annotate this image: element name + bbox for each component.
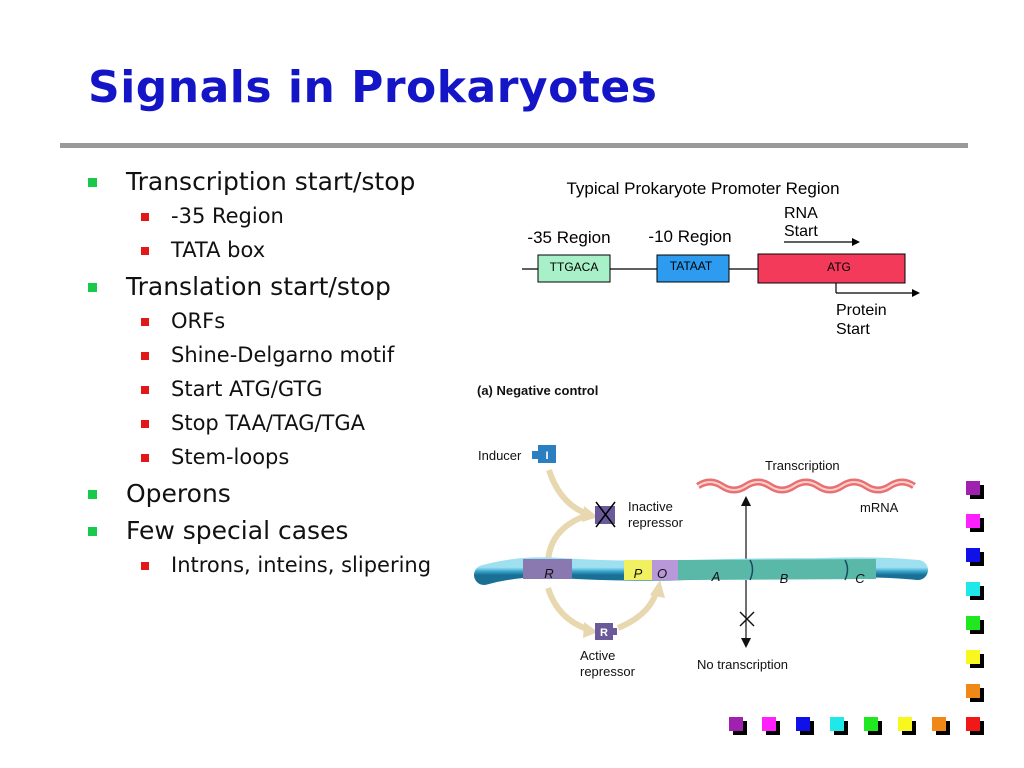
sub-bullet-orfs: ORFs (140, 309, 226, 333)
inducer-label: Inducer (478, 448, 522, 463)
operator-arrowhead (650, 580, 665, 598)
sub-bullet-introns: Introns, inteins, slipering (140, 553, 432, 577)
decor-square-bottom-8 (966, 717, 984, 735)
box-35-label: TTGACA (550, 260, 599, 274)
rna-start-line2: Start (784, 223, 818, 240)
decor-square-right-5 (966, 616, 984, 634)
repressor-lower-arc (545, 587, 591, 633)
bullet-transcription: Transcription start/stop (87, 167, 416, 196)
sub-bullet-35-region: -35 Region (141, 204, 284, 228)
inducer-arrowhead (582, 506, 598, 522)
active-repressor-line2: repressor (580, 664, 636, 679)
decor-square-bottom-7 (932, 717, 950, 735)
active-repressor-icon (595, 623, 613, 640)
box-35 (537, 254, 611, 283)
sub-bullet-stop-codon: Stop TAA/TAG/TGA (140, 411, 366, 435)
inactive-repressor-line2: repressor (628, 515, 684, 530)
mrna-label: mRNA (860, 500, 899, 515)
label-10-region: -10 Region (648, 227, 731, 246)
label-35-region: -35 Region (527, 228, 610, 247)
protein-start-arrowhead (912, 289, 920, 297)
decor-square-right-3 (966, 548, 984, 566)
decor-square-right-2 (966, 514, 984, 532)
inactive-repressor-line1: Inactive (628, 499, 673, 514)
box-atg-label: ATG (827, 260, 851, 274)
decor-square-bottom-4 (830, 717, 848, 735)
decor-square-bottom-3 (796, 717, 814, 735)
box-10-label: TATAAT (670, 259, 713, 273)
title-divider (60, 143, 968, 148)
mrna-highlight (697, 481, 915, 491)
gene-label-b: B (780, 571, 789, 586)
box-atg (757, 253, 906, 284)
repressor-lower-arrowhead (583, 622, 598, 638)
decor-square-bottom-5 (864, 717, 882, 735)
sub-bullet-shine-delgarno: Shine-Delgarno motif (140, 343, 395, 367)
protein-start-line2: Start (836, 321, 870, 338)
gene-label-a: A (711, 569, 721, 584)
gene-divider-ab (749, 559, 754, 581)
decor-square-bottom-1 (729, 717, 747, 735)
inducer-icon (538, 445, 556, 463)
box-10 (656, 254, 730, 283)
no-transcription-arrowhead (741, 638, 751, 648)
promoter-title: Typical Prokaryote Promoter Region (566, 179, 839, 198)
decor-square-bottom-2 (762, 717, 780, 735)
no-transcription-label: No transcription (697, 657, 788, 672)
sub-bullet-start-codon: Start ATG/GTG (141, 377, 323, 401)
gene-label-o: O (657, 566, 667, 581)
decor-square-right-6 (966, 650, 984, 668)
protein-start-line1: Protein (836, 302, 887, 319)
gene-label-r: R (544, 566, 553, 581)
gene-label-c: C (855, 571, 865, 586)
bullet-special-cases: Few special cases (87, 516, 349, 545)
block-x-2 (739, 611, 755, 627)
active-repressor-symbol: R (600, 627, 608, 639)
gene-divider-bc (844, 559, 849, 581)
bullet-translation: Translation start/stop (88, 272, 391, 301)
active-repressor-notch (612, 628, 617, 635)
decor-square-bottom-6 (898, 717, 916, 735)
decor-square-right-1 (966, 481, 984, 499)
sub-bullet-tata-box: TATA box (140, 238, 266, 262)
inactive-x-2 (595, 501, 616, 528)
inducer-connector (532, 451, 538, 459)
operon-title: (a) Negative control (477, 383, 598, 398)
sub-bullet-stem-loops: Stem-loops (140, 445, 290, 469)
gene-label-p: P (634, 566, 643, 581)
inducer-symbol: I (545, 450, 548, 462)
region-genes (677, 559, 877, 580)
transcription-arrowhead (741, 496, 751, 506)
rna-start-arrowhead (852, 238, 860, 246)
decor-square-right-7 (966, 684, 984, 702)
rna-start-line1: RNA (784, 205, 818, 222)
active-repressor-line1: Active (580, 648, 615, 663)
slide-title: Signals in Prokaryotes (88, 62, 658, 113)
transcription-label: Transcription (765, 458, 840, 473)
decor-square-right-4 (966, 582, 984, 600)
bullet-operons: Operons (88, 479, 231, 508)
repressor-to-operator-arrow (616, 589, 660, 631)
